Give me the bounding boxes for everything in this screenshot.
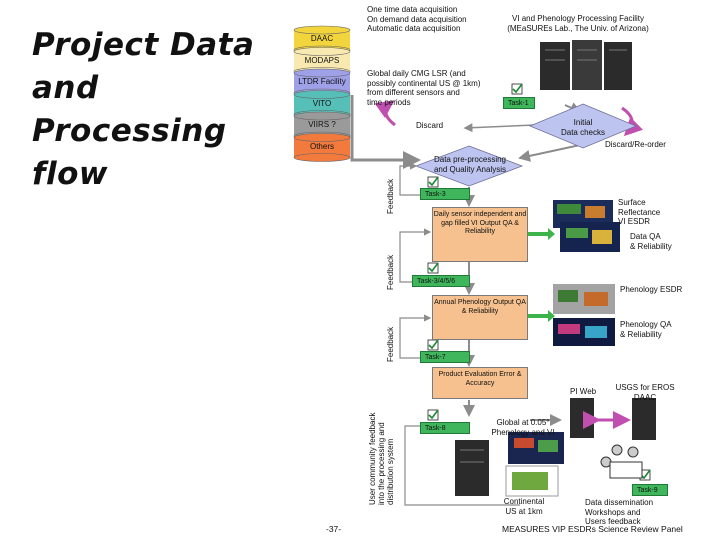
product-evaluation-box: Product Evaluation Error & Accuracy [432,367,528,399]
daily-vi-box: Daily sensor independent and gap filled … [432,207,528,262]
source-cylinder [294,30,350,50]
checks-arrow [518,144,581,162]
source-cylinder-top [293,25,351,35]
source-cylinder-top [293,111,351,121]
discard-reorder-label: Discard/Re-order [605,140,666,149]
page-number: -37- [326,524,342,534]
feedback-loop-3 [399,314,432,359]
task-1-badge: Task-1 [503,97,535,109]
source-label: LTDR Facility [298,77,346,86]
phenology-esdr-label: Phenology ESDR [620,285,683,294]
task-3-badge: Task-3 [420,188,470,200]
feedback-loop-2 [399,228,432,283]
pi-web-label: PI Web [570,387,597,396]
task-8-badge: Task-8 [420,422,470,434]
preprocess-diamond [414,145,524,187]
discard-arrow [463,123,536,133]
footer-text: MEASURES VIP ESDRs Science Review Panel [502,524,683,534]
check-icons [427,83,651,481]
source-cylinder [294,94,350,115]
title-line-1: Project Data [32,27,255,63]
feedback-label: Feedback [386,178,395,214]
source-label: VITO [312,98,332,108]
server-rack-icon [455,398,656,496]
facility-label: VI and Phenology Processing Facility (ME… [507,14,649,33]
refresh-left-icon [374,100,396,127]
dissemination-label: Data dissemination Workshops and Users f… [585,498,654,526]
feedback-loop-1 [399,162,420,196]
title-line-2: and [32,70,99,106]
task-3456-badge: Task-3/4/5/6 [412,275,470,287]
initial-checks-diamond [528,103,638,149]
discard-label: Discard [416,121,444,130]
map-thumbnails [505,200,620,497]
source-cylinder-bottom [293,153,351,162]
continental-product-label: Continental US at 1km [503,497,545,516]
source-label: MODAPS [304,55,340,65]
task-9-badge: Task-9 [632,484,668,496]
source-label: VIIRS ? [308,120,336,129]
server-rack-icon [540,40,632,90]
sources-to-preprocess-arrow [350,95,421,169]
surface-reflectance-label: Surface Reflectance VI ESDR [618,198,661,226]
source-label: DAAC [310,34,334,43]
feedback-label: Feedback [386,326,395,362]
source-cylinder-top [293,68,351,78]
preprocessing-label: Data pre-processing and Quality Analysis [433,155,507,174]
source-cylinders [293,25,351,162]
annual-phenology-box: Annual Phenology Output QA & Reliability [432,295,528,340]
title-line-3: Processing [32,113,227,149]
data-qa-label: Data QA & Reliability [630,232,672,251]
source-cylinder [294,73,350,93]
source-cylinder [294,51,350,72]
title-line-4: flow [32,156,109,192]
source-label: Others [309,141,334,151]
acquisition-note: One time data acquisition On demand data… [367,5,467,33]
source-cylinder-top [293,47,351,56]
refresh-right-icon [621,106,643,137]
slide-title: Project Data and Processing flow [32,24,272,196]
global-daily-note: Global daily CMG LSR (and possibly conti… [367,69,481,107]
source-cylinder-top [293,133,351,142]
phenology-qa-label: Phenology QA & Reliability [620,320,672,339]
initial-checks-label: Initial Data checks [560,118,606,137]
output-arrow-vi [527,228,555,240]
output-arrow-pheno [527,310,555,322]
source-cylinder-top [293,90,351,99]
global-product-label: Global at 0.05° Phenology and VI [491,418,555,437]
workshop-people-icon [600,444,643,479]
task-7-badge: Task-7 [420,351,470,363]
source-cylinder [294,116,350,136]
user-feedback-loop [404,425,520,506]
feedback-label: Feedback [386,254,395,290]
usgs-label: USGS for EROS DAAC [615,383,675,402]
user-feedback-label: User community feedback into the process… [368,412,395,505]
source-cylinder [294,137,350,158]
